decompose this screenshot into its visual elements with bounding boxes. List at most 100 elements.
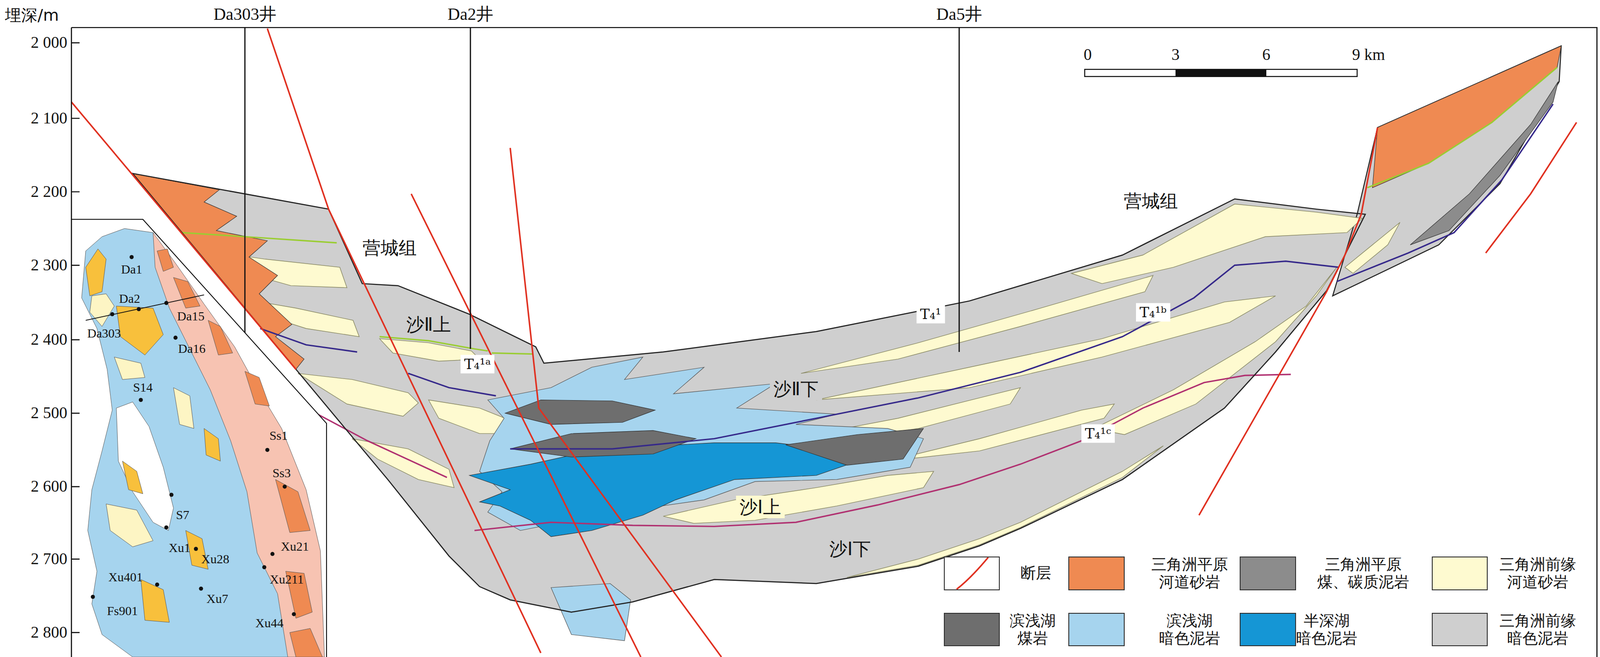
section-body <box>1332 45 1562 297</box>
horizon-line <box>181 232 337 244</box>
section-shape <box>173 387 194 429</box>
well-marker-label: S7 <box>175 508 190 523</box>
well-name: Da303井 <box>213 4 276 25</box>
depth-tick: 2 800 <box>30 623 68 643</box>
section-shape <box>152 232 325 657</box>
frame-axis <box>70 27 72 657</box>
section-shape <box>208 320 233 356</box>
section-shape <box>275 479 311 534</box>
fault-line <box>1199 127 1378 516</box>
section-shape <box>122 461 143 494</box>
scale-label: 3 <box>1171 45 1180 65</box>
well-marker-label: Xu7 <box>206 592 229 607</box>
well-marker-label: S14 <box>133 380 153 396</box>
sand-lens <box>1094 267 1338 435</box>
depth-tick: 2 000 <box>30 33 68 52</box>
fault-line <box>1485 122 1577 254</box>
well-marker-label: Xu28 <box>201 552 230 567</box>
fault-line <box>510 147 722 657</box>
section-shape <box>136 307 141 312</box>
inset-map <box>71 219 327 657</box>
section-shape <box>244 371 270 407</box>
sand-lens <box>298 373 419 417</box>
horizon-label: T₄¹ᶜ <box>1081 424 1115 444</box>
well-line <box>469 27 472 350</box>
section-shape <box>291 612 296 617</box>
well-marker-label: Da16 <box>178 341 206 357</box>
well-marker-label: Xu44 <box>255 616 284 631</box>
sand-lens <box>1071 204 1363 285</box>
coal-lens <box>505 400 656 425</box>
well-marker-label: Ss3 <box>272 466 291 481</box>
horizon-line <box>260 328 358 353</box>
legend-swatch <box>943 613 1000 648</box>
plain-sandstone <box>1372 45 1562 189</box>
legend-text: 滨浅湖 煤岩 <box>1005 612 1060 648</box>
legend-text: 三角洲平原 煤、碳质泥岩 <box>1313 556 1414 592</box>
section-shape <box>262 565 267 570</box>
plain-sandstone <box>132 45 1562 370</box>
formation-label: 沙Ⅱ上 <box>402 313 456 336</box>
depth-tick: 2 100 <box>30 109 68 128</box>
sand-lens <box>1344 222 1400 274</box>
sand-lens <box>887 404 1115 462</box>
formation-label: 营城组 <box>358 236 421 260</box>
section-shape <box>90 595 95 600</box>
frame-axis <box>71 42 80 634</box>
horizon-label: T₄¹ᵃ <box>460 355 495 374</box>
section-shape <box>129 255 134 260</box>
section-shape <box>265 448 270 453</box>
horizon-line <box>491 353 534 355</box>
formation-label: 沙Ⅰ下 <box>825 537 875 561</box>
horizon-line <box>474 374 1291 531</box>
well-marker-label: Xu401 <box>108 570 143 585</box>
formation-label: 营城组 <box>1120 189 1182 213</box>
section-shape <box>164 301 169 306</box>
depth-tick: 2 400 <box>30 330 68 350</box>
legend-text: 三角洲前缘 暗色泥岩 <box>1499 612 1577 648</box>
legend-text: 三角洲前缘 河道砂岩 <box>1499 556 1577 592</box>
well-marker-label: Da303 <box>87 326 121 341</box>
section-shape <box>270 552 275 557</box>
section-shape <box>155 583 160 588</box>
formation-label: 沙Ⅱ下 <box>769 377 823 401</box>
legend-swatch <box>1068 556 1125 591</box>
legend-swatch <box>1068 613 1125 648</box>
well-line <box>244 27 960 353</box>
section-shape <box>90 255 296 617</box>
section-body <box>132 45 1562 642</box>
well-line <box>958 27 961 353</box>
section-shape <box>164 525 169 530</box>
legend-swatch <box>1431 556 1488 591</box>
well-name: Da2井 <box>447 4 493 25</box>
well-marker-label: Da15 <box>177 309 205 324</box>
section-shape <box>85 248 106 296</box>
depth-tick: 2 500 <box>30 404 68 423</box>
section-shape <box>110 312 115 317</box>
scale-bar <box>1084 69 1357 77</box>
legend-swatch <box>1431 613 1488 648</box>
legend-swatch <box>1239 556 1296 591</box>
axis-title: 埋深/m <box>4 5 59 25</box>
inset-map <box>71 219 327 657</box>
well-marker-label: Xu1 <box>168 541 191 556</box>
plain-sandstone <box>1410 81 1559 245</box>
section-shape <box>140 579 170 623</box>
fault-sample <box>943 556 1000 591</box>
well-marker-label: Xu211 <box>269 572 304 588</box>
scale-bar <box>1084 69 1357 77</box>
horizon-label: T₄¹ <box>916 305 945 324</box>
section-shape <box>169 493 174 498</box>
coal-lens <box>785 428 924 466</box>
legend-text: 半深湖 暗色泥岩 <box>1291 612 1361 648</box>
scale-label: 9 km <box>1351 45 1385 65</box>
well-marker-label: Xu21 <box>280 539 309 555</box>
formation-label: 沙Ⅰ上 <box>735 496 785 519</box>
section-shape <box>193 547 198 552</box>
frame-axis <box>71 27 1597 657</box>
well-name: Da5井 <box>936 4 982 25</box>
depth-tick: 2 300 <box>30 256 68 275</box>
fault-line <box>71 28 1577 657</box>
section-shape <box>114 357 145 380</box>
